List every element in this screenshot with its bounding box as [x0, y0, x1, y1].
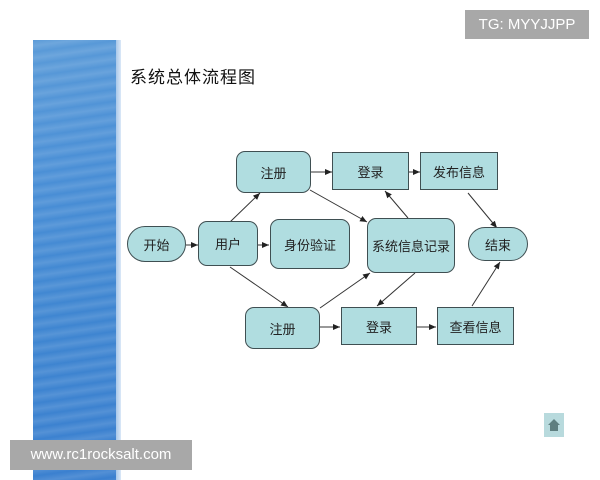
node-end: 结束 — [468, 227, 528, 261]
decorative-side-panel — [33, 40, 119, 480]
side-panel-edge — [116, 40, 121, 480]
page-title: 系统总体流程图 — [130, 68, 256, 88]
node-register-bottom: 注册 — [245, 307, 320, 349]
home-icon — [548, 419, 560, 431]
node-user: 用户 — [198, 221, 258, 266]
node-system-info-record: 系统信息记录 — [367, 218, 455, 273]
home-button[interactable] — [544, 413, 564, 437]
node-start: 开始 — [127, 226, 186, 262]
node-view-info: 查看信息 — [437, 307, 514, 345]
node-login-bottom: 登录 — [341, 307, 417, 345]
node-publish-info: 发布信息 — [420, 152, 498, 190]
watermark-top-right: TG: MYYJJPP — [465, 10, 589, 39]
node-login-top: 登录 — [332, 152, 409, 190]
watermark-bottom-left: www.rc1rocksalt.com — [10, 440, 192, 470]
node-register-top: 注册 — [236, 151, 311, 193]
node-identity-verify: 身份验证 — [270, 219, 350, 269]
